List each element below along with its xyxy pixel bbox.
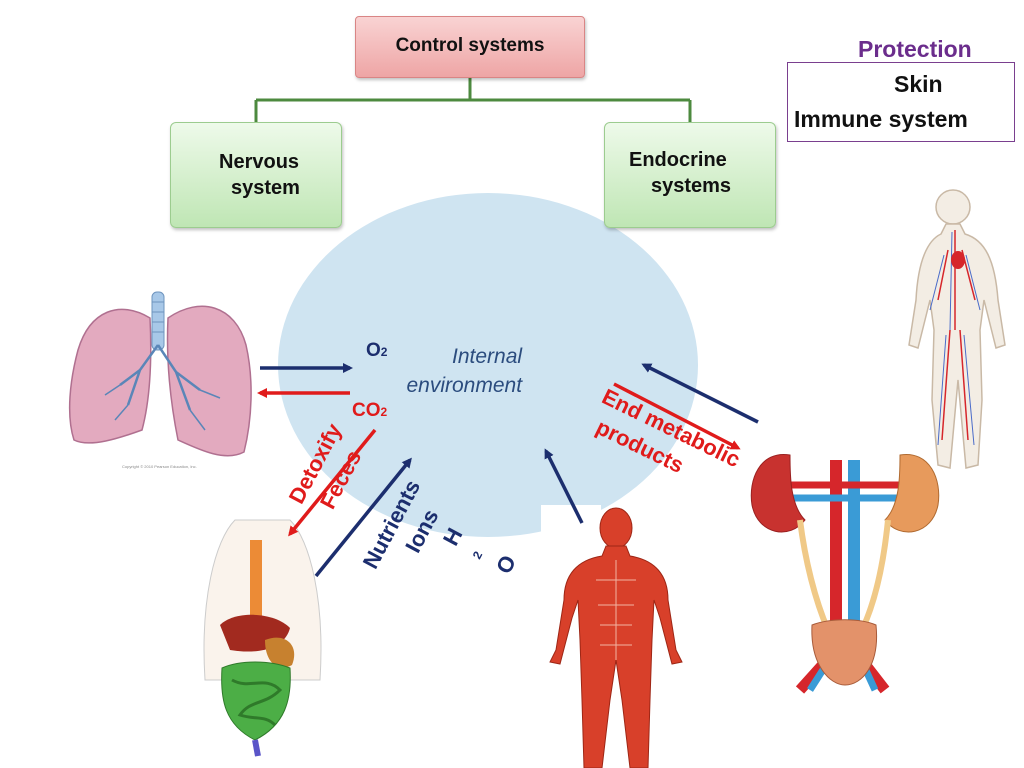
internal-environment-circle — [278, 193, 698, 550]
kidney-excretion-arrow — [613, 382, 741, 450]
protection-item-skin: Skin — [894, 71, 943, 97]
kidney-intake-arrow — [641, 363, 759, 424]
co2-label: CO2 — [352, 400, 388, 421]
endocrine-label-line1: Endocrine — [629, 149, 727, 171]
protection-item-immune: Immune system — [794, 106, 968, 132]
lungs-caption: Copyright © 2010 Pearson Education, Inc. — [122, 464, 197, 469]
digestive-system-illustration — [203, 519, 322, 757]
muscular-figure — [549, 507, 683, 768]
lungs-illustration: Copyright © 2010 Pearson Education, Inc. — [68, 291, 252, 469]
waste-arrow — [288, 428, 377, 537]
internal-line2: environment — [406, 374, 523, 397]
protection-box: Skin Immune system — [787, 62, 1015, 142]
nervous-label-line1: Nervous — [219, 151, 300, 173]
nervous-system-box: Nervous system — [170, 122, 342, 228]
o2-label: O2 — [366, 340, 388, 361]
nutrient-arrow — [314, 457, 412, 578]
endocrine-label-line2: systems — [651, 175, 732, 197]
tissue-arrow — [544, 448, 584, 524]
circulatory-figure — [908, 189, 1006, 469]
internal-line1: Internal — [452, 345, 523, 368]
control-connector — [254, 78, 692, 122]
internal-environment-label: Internal environment — [406, 342, 523, 400]
urinary-system-illustration — [750, 454, 940, 694]
protection-title: Protection — [858, 36, 972, 62]
nervous-label-line2: system — [231, 177, 300, 199]
endocrine-system-box: Endocrine systems — [604, 122, 776, 228]
control-systems-box: Control systems — [355, 16, 585, 78]
control-systems-label: Control systems — [395, 35, 545, 56]
